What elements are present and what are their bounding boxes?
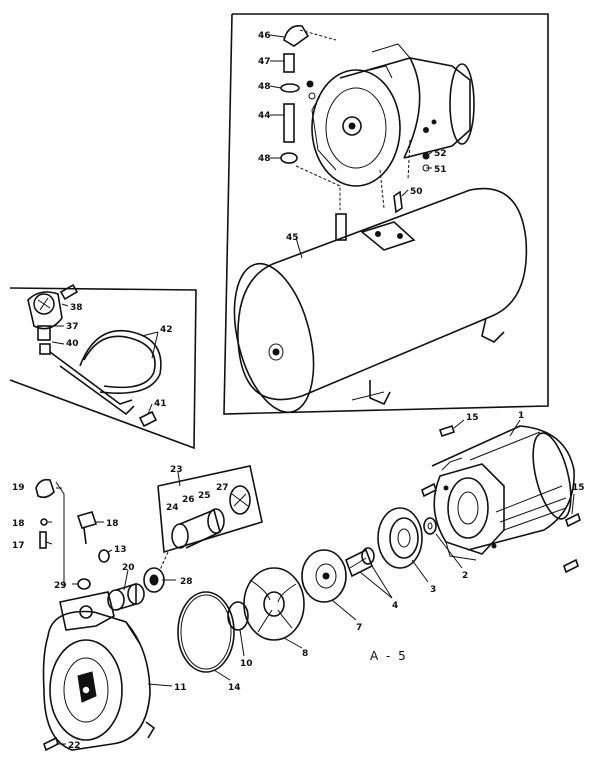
callout-26: 26 [182,495,195,505]
screw-15d [421,482,437,498]
tubing-40b [59,365,135,416]
callout-14: 14 [228,683,241,693]
tube-42b [79,330,162,394]
pipe-fittings [280,24,316,164]
diffuser-7 [301,549,347,603]
leader-lines [45,34,575,745]
part-13 [98,549,110,563]
part-10 [227,601,249,631]
leader-dashed [299,29,337,41]
callout-1: 1 [518,411,524,421]
callout-8: 8 [302,649,308,659]
callout-52: 52 [434,149,447,159]
callout-10: 10 [240,659,253,669]
part-29 [77,578,91,590]
callout-15: 15 [466,413,479,423]
jet-assembly-inset [157,465,263,554]
callout-37: 37 [66,322,79,332]
screw-15c [563,558,579,574]
bolt-17 [39,531,47,549]
callout-38: 38 [70,303,83,313]
callout-17: 17 [12,541,25,551]
callout-19: 19 [12,483,25,493]
screw-15b [565,512,581,528]
callout-18: 18 [106,519,119,529]
shaft-seal-4 [344,547,375,578]
bracket-line [55,481,65,588]
callout-29: 29 [54,581,67,591]
gasket-14 [177,591,235,673]
callout-18: 18 [12,519,25,529]
tank-motor-unit [311,43,475,187]
leader-dashed [407,139,411,181]
pressure-gauge [27,291,63,355]
callout-40: 40 [66,339,79,349]
tubing-40 [49,351,133,405]
callout-42: 42 [160,325,173,335]
part-2 [423,517,437,535]
pump-body-11 [42,591,156,751]
callout-25: 25 [198,491,211,501]
figure-label: A - 5 [370,649,408,663]
part-18a [40,518,48,526]
callout-28: 28 [180,577,193,587]
callout-48: 48 [258,82,271,92]
part-18b-stem [83,527,87,545]
screw-22 [43,736,59,752]
callout-51: 51 [434,165,447,175]
callout-23: 23 [170,465,183,475]
switch-assembly-inset [9,283,197,450]
callout-45: 45 [286,233,299,243]
callout-2: 2 [462,571,468,581]
callout-labels: 46 47 48 44 48 52 51 50 45 38 37 40 42 4… [12,31,585,751]
leader-dashed [295,165,341,210]
leader-dashed [159,551,169,571]
callout-47: 47 [258,57,271,67]
part-41 [138,410,158,428]
plug-19 [35,478,55,499]
callout-20: 20 [122,563,135,573]
part-50 [393,190,403,214]
pressure-tank [233,187,528,414]
callout-27: 27 [216,483,229,493]
inset-border [223,13,549,415]
callout-13: 13 [114,545,127,555]
leader-dashed [379,169,385,209]
part-38 [59,283,79,301]
inset-border-left [9,287,197,450]
nozzle-28 [143,567,165,593]
callout-50: 50 [410,187,423,197]
part-18b [76,511,98,529]
callout-22: 22 [68,741,81,751]
callout-44: 44 [258,111,271,121]
callout-24: 24 [166,503,179,513]
pump-motor [431,425,575,561]
tank-assembly-inset [223,13,549,415]
callout-11: 11 [174,683,187,693]
venturi-20 [107,582,145,611]
callout-15: 15 [572,483,585,493]
callout-48: 48 [258,154,271,164]
callout-41: 41 [154,399,167,409]
callout-7: 7 [356,623,362,633]
tube-42 [83,335,156,389]
impeller-8 [243,567,305,641]
callout-46: 46 [258,31,271,41]
jet-inset-border [157,465,263,554]
callout-4: 4 [392,601,398,611]
seal-plate-3 [377,507,423,569]
screw-15a [438,424,456,438]
callout-3: 3 [430,585,436,595]
